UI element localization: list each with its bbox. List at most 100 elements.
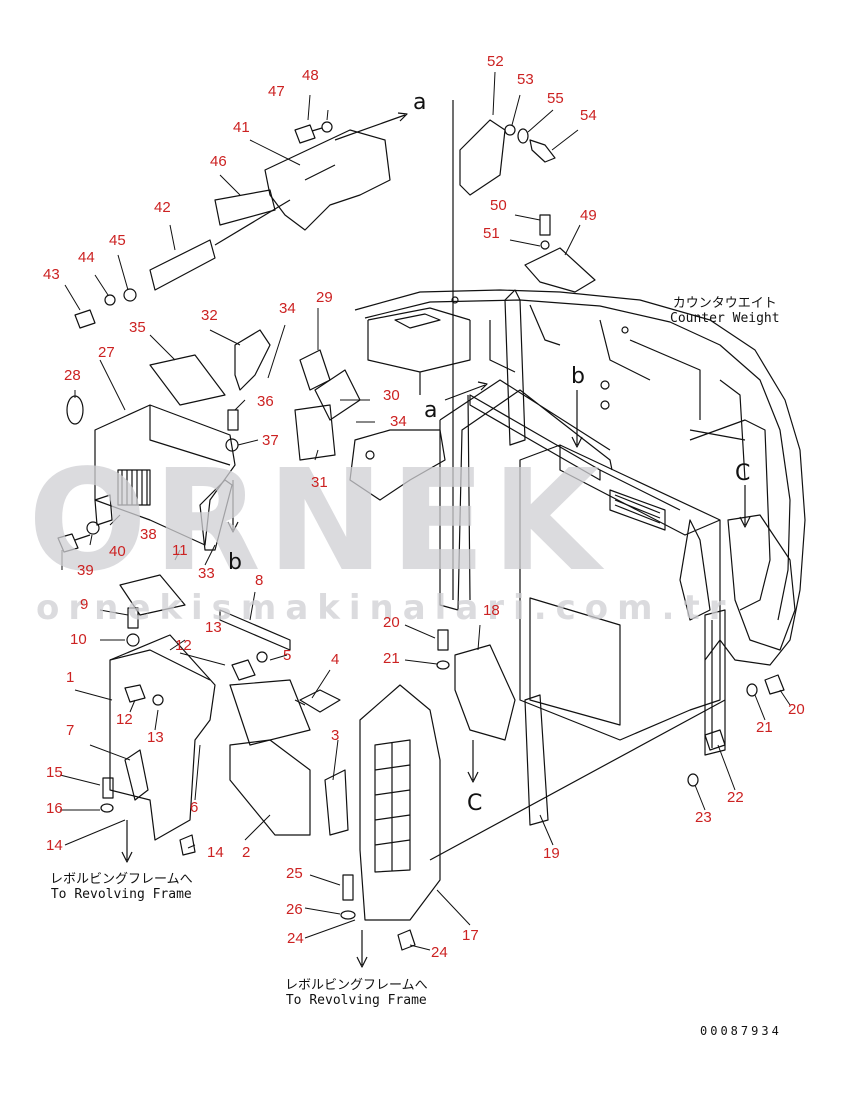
washer-13b — [152, 694, 164, 706]
washer-21b — [746, 683, 758, 697]
callout-20[interactable]: 20 — [383, 614, 400, 631]
callout-52[interactable]: 52 — [487, 53, 504, 70]
callout-31[interactable]: 31 — [311, 474, 328, 491]
callout-41[interactable]: 41 — [233, 119, 250, 136]
callout-34[interactable]: 34 — [390, 413, 407, 430]
callout-22[interactable]: 22 — [727, 789, 744, 806]
part-24-clip — [397, 929, 416, 951]
callout-24[interactable]: 24 — [287, 930, 304, 947]
callout-37[interactable]: 37 — [262, 432, 279, 449]
counter-weight-label-en: Counter Weight — [670, 311, 780, 326]
callout-5[interactable]: 5 — [283, 647, 292, 664]
callout-53[interactable]: 53 — [517, 71, 534, 88]
callout-3[interactable]: 3 — [331, 727, 340, 744]
callout-11[interactable]: 11 — [172, 542, 188, 559]
arrow-revolving-right — [356, 930, 368, 968]
callout-44[interactable]: 44 — [78, 249, 95, 266]
part-32-strip — [234, 329, 271, 391]
bolt-12b — [124, 684, 146, 703]
part-28-ring — [66, 395, 84, 425]
left-wing-frame — [349, 429, 446, 501]
callout-39[interactable]: 39 — [77, 562, 94, 579]
callout-47[interactable]: 47 — [268, 83, 285, 100]
callout-7[interactable]: 7 — [66, 722, 75, 739]
callout-48[interactable]: 48 — [302, 67, 319, 84]
part-35-plate — [149, 354, 226, 406]
callout-55[interactable]: 55 — [547, 90, 564, 107]
washer-40 — [86, 521, 100, 535]
part-2-panel — [229, 739, 311, 836]
callout-17[interactable]: 17 — [462, 927, 479, 944]
callout-35[interactable]: 35 — [129, 319, 146, 336]
callout-42[interactable]: 42 — [154, 199, 171, 216]
part-18-panel — [454, 644, 516, 741]
callout-21[interactable]: 21 — [756, 719, 773, 736]
callout-10[interactable]: 10 — [70, 631, 87, 648]
washer-13a — [256, 651, 268, 663]
counter-weight-outline — [354, 289, 806, 666]
callout-23[interactable]: 23 — [695, 809, 712, 826]
callout-54[interactable]: 54 — [580, 107, 597, 124]
callout-32[interactable]: 32 — [201, 307, 218, 324]
callout-46[interactable]: 46 — [210, 153, 227, 170]
part-17-cover — [359, 684, 441, 921]
part-31-block — [294, 404, 336, 461]
callout-34[interactable]: 34 — [279, 300, 296, 317]
arrow-a-right — [444, 381, 488, 401]
part-8-bar — [219, 609, 291, 651]
leader-17-right — [429, 699, 726, 861]
bolt-20a — [437, 629, 449, 651]
callout-30[interactable]: 30 — [383, 387, 400, 404]
callout-13[interactable]: 13 — [205, 619, 222, 636]
callout-25[interactable]: 25 — [286, 865, 303, 882]
callout-40[interactable]: 40 — [109, 543, 126, 560]
callout-50[interactable]: 50 — [490, 197, 507, 214]
callout-43[interactable]: 43 — [43, 266, 60, 283]
callout-49[interactable]: 49 — [580, 207, 597, 224]
callout-28[interactable]: 28 — [64, 367, 81, 384]
hood-grille — [609, 489, 666, 531]
callout-1[interactable]: 1 — [66, 669, 75, 686]
callout-29[interactable]: 29 — [316, 289, 333, 306]
callout-15[interactable]: 15 — [46, 764, 63, 781]
callout-12[interactable]: 12 — [175, 637, 192, 654]
callout-8[interactable]: 8 — [255, 572, 264, 589]
callout-19[interactable]: 19 — [543, 845, 560, 862]
revolving-frame-label-left-jp: レボルビングフレームへ — [50, 872, 193, 887]
washer-26 — [340, 910, 356, 920]
callout-6[interactable]: 6 — [190, 799, 199, 816]
part-3-plate — [324, 769, 349, 836]
callout-9[interactable]: 9 — [80, 596, 89, 613]
part-42-bar — [149, 239, 216, 291]
callout-12[interactable]: 12 — [116, 711, 133, 728]
callout-4[interactable]: 4 — [331, 651, 340, 668]
arrow-b-right — [571, 390, 583, 448]
ref-letter-b: b — [571, 364, 585, 389]
counter-weight-label-jp: カウンタウエイト — [672, 296, 777, 311]
watermark-logo: ORNEK — [28, 440, 607, 603]
bolt-54 — [529, 139, 556, 163]
callout-51[interactable]: 51 — [483, 225, 500, 242]
callout-38[interactable]: 38 — [140, 526, 157, 543]
part-52-bracket — [459, 119, 506, 196]
part-panel-top — [229, 679, 311, 746]
bolt-47 — [294, 124, 323, 144]
callout-13[interactable]: 13 — [147, 729, 164, 746]
callout-14[interactable]: 14 — [207, 844, 224, 861]
callout-16[interactable]: 16 — [46, 800, 63, 817]
callout-33[interactable]: 33 — [198, 565, 215, 582]
callout-36[interactable]: 36 — [257, 393, 274, 410]
callout-24[interactable]: 24 — [431, 944, 448, 961]
bolt-39 — [57, 533, 91, 553]
callout-26[interactable]: 26 — [286, 901, 303, 918]
part-33-strip — [199, 479, 233, 551]
callout-14[interactable]: 14 — [46, 837, 63, 854]
callout-20[interactable]: 20 — [788, 701, 805, 718]
callout-21[interactable]: 21 — [383, 650, 400, 667]
callout-45[interactable]: 45 — [109, 232, 126, 249]
counter-weight-top-block — [367, 307, 471, 395]
callout-2[interactable]: 2 — [242, 844, 251, 861]
callout-27[interactable]: 27 — [98, 344, 115, 361]
callout-18[interactable]: 18 — [483, 602, 500, 619]
